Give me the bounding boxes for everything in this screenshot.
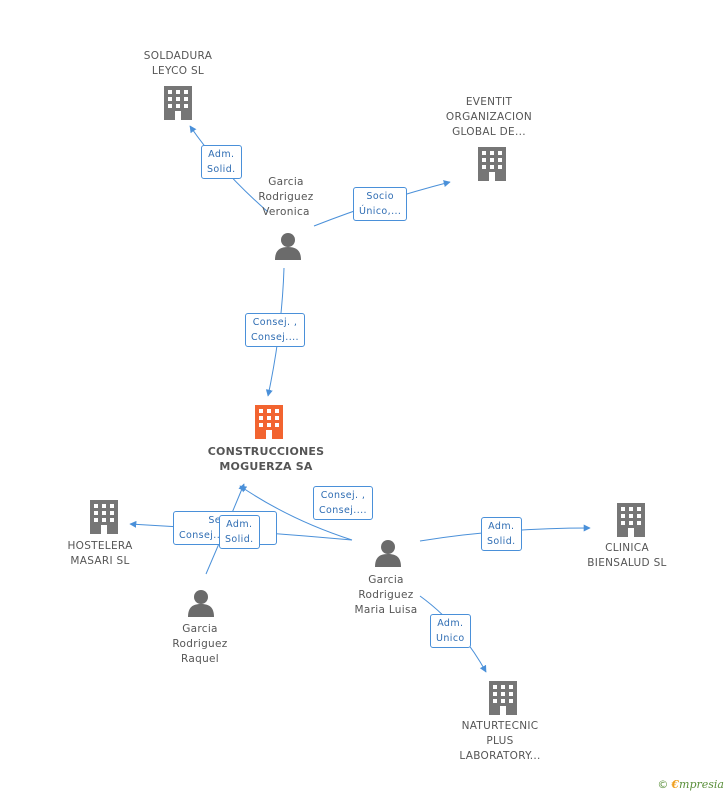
brand-footer[interactable]: ©€mpresia xyxy=(657,778,724,791)
node-label-clinica[interactable]: CLINICA BIENSALUD SL xyxy=(587,542,667,569)
building-icon[interactable] xyxy=(617,503,645,537)
brand-logo-text: mpresia xyxy=(679,778,724,791)
edge-label-raquel-hostelera[interactable]: Adm. Solid. xyxy=(219,515,260,549)
node-label-soldadura[interactable]: SOLDADURA LEYCO SL xyxy=(143,50,213,77)
building-icon[interactable] xyxy=(255,405,283,439)
building-icon[interactable] xyxy=(90,500,118,534)
node-label-hostelera[interactable]: HOSTELERA MASARI SL xyxy=(67,540,133,567)
edge-label-maria-naturtecnic[interactable]: Adm. Unico xyxy=(430,614,471,648)
node-label-veronica[interactable]: Garcia Rodriguez Veronica xyxy=(258,176,314,218)
building-icon[interactable] xyxy=(489,681,517,715)
brand-logo-initial: € xyxy=(671,778,680,791)
edge-label-maria-construcciones[interactable]: Consej. , Consej.... xyxy=(313,486,373,520)
building-icon[interactable] xyxy=(478,147,506,181)
edge-label-veronica-construcciones[interactable]: Consej. , Consej.... xyxy=(245,313,305,347)
node-label-construcciones[interactable]: CONSTRUCCIONES MOGUERZA SA xyxy=(207,445,325,473)
node-label-naturtecnic[interactable]: NATURTECNIC PLUS LABORATORY... xyxy=(459,720,541,762)
edge-maria-construcciones xyxy=(239,485,353,541)
copyright-icon: © xyxy=(657,778,669,791)
person-icon[interactable] xyxy=(275,233,301,260)
person-icon[interactable] xyxy=(188,590,214,617)
node-label-maria-luisa[interactable]: Garcia Rodriguez Maria Luisa xyxy=(354,574,418,616)
building-icon[interactable] xyxy=(164,86,192,120)
node-label-eventit[interactable]: EVENTIT ORGANIZACION GLOBAL DE... xyxy=(445,96,533,138)
edge-label-veronica-eventit[interactable]: Socio Único,... xyxy=(353,187,408,221)
edge-label-veronica-soldadura[interactable]: Adm. Solid. xyxy=(201,145,242,179)
edge-label-maria-clinica[interactable]: Adm. Solid. xyxy=(481,517,522,551)
person-icon[interactable] xyxy=(375,540,401,567)
node-label-raquel[interactable]: Garcia Rodriguez Raquel xyxy=(172,623,228,665)
